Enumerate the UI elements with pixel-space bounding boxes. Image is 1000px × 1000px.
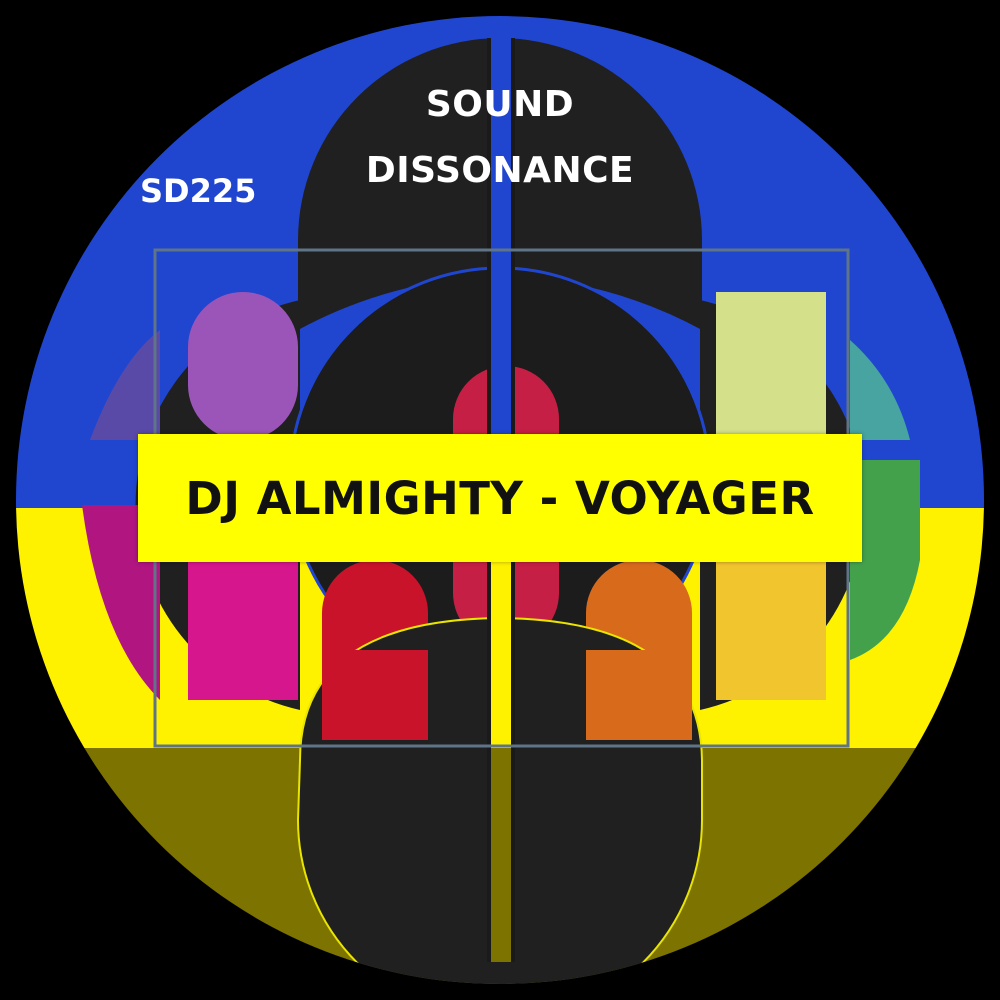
left-purple-blue-wedge	[90, 330, 160, 440]
right-teal-wedge	[850, 340, 910, 440]
label-name-line1: SOUND	[425, 84, 575, 125]
right-lime-block	[716, 292, 826, 440]
catalog-number: SD225	[140, 172, 257, 210]
title-banner: DJ ALMIGHTY - VOYAGER	[138, 434, 862, 562]
release-title: DJ ALMIGHTY - VOYAGER	[185, 471, 815, 525]
label-name-line2: DISSONANCE	[365, 150, 635, 191]
right-gold-block	[716, 560, 826, 700]
right-green-wedge	[850, 460, 920, 660]
divider-olive	[489, 748, 513, 962]
left-purple-pill	[188, 292, 298, 440]
